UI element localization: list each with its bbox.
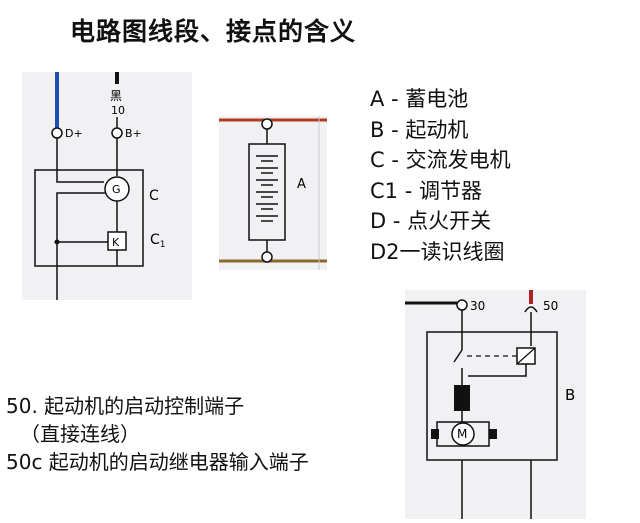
- notes: 50. 起动机的启动控制端子 （直接连线） 50c 起动机的启动继电器输入端子: [6, 392, 309, 476]
- legend-list: A - 蓄电池 B - 起动机 C - 交流发电机 C1 - 调节器 D - 点…: [370, 84, 511, 267]
- terminal-d-plus: [51, 127, 63, 139]
- legend-item: C - 交流发电机: [370, 148, 511, 172]
- note-line: 50. 起动机的启动控制端子: [6, 394, 245, 418]
- note-line: 50c 起动机的启动继电器输入端子: [6, 450, 309, 474]
- svg-text:K: K: [112, 236, 120, 249]
- svg-text:30: 30: [470, 299, 485, 313]
- battery-cells: [256, 155, 278, 222]
- battery-label: A: [297, 177, 306, 192]
- starter-label: B: [565, 386, 575, 404]
- component-c1-label: C1: [150, 232, 166, 250]
- battery-terminal-bottom: [261, 251, 273, 263]
- battery-box: [248, 143, 286, 241]
- battery-diagram: A: [219, 116, 327, 270]
- motor-symbol: [451, 422, 475, 446]
- terminal-30: [456, 299, 468, 311]
- legend-item: D - 点火开关: [370, 209, 492, 233]
- wire-size-label: 10: [111, 104, 125, 117]
- terminal-50: [524, 306, 538, 313]
- component-c-label: C: [149, 188, 159, 204]
- page-title: 电路图线段、接点的含义: [70, 17, 357, 46]
- legend-item: B - 起动机: [370, 117, 469, 142]
- alternator-diagram: 黑 10 D+ B+ G K C C1: [22, 72, 192, 300]
- svg-text:B+: B+: [125, 127, 142, 140]
- wire-color-label: 黑: [110, 89, 122, 103]
- svg-text:M: M: [457, 427, 467, 441]
- starter-housing: [426, 331, 558, 461]
- legend-item: D2一读识线圈: [370, 239, 505, 264]
- field-winding: [454, 385, 470, 411]
- legend-item: C1 - 调节器: [370, 178, 482, 203]
- starter-diagram: 30 50 M B: [405, 290, 586, 519]
- battery-terminal-top: [261, 118, 273, 130]
- svg-text:D+: D+: [65, 127, 83, 140]
- legend-item: A - 蓄电池: [370, 87, 469, 111]
- note-line: （直接连线）: [20, 422, 140, 446]
- svg-text:50: 50: [543, 299, 558, 313]
- svg-text:G: G: [112, 183, 121, 196]
- alternator-housing: [34, 169, 144, 267]
- terminal-b-plus: [111, 127, 123, 139]
